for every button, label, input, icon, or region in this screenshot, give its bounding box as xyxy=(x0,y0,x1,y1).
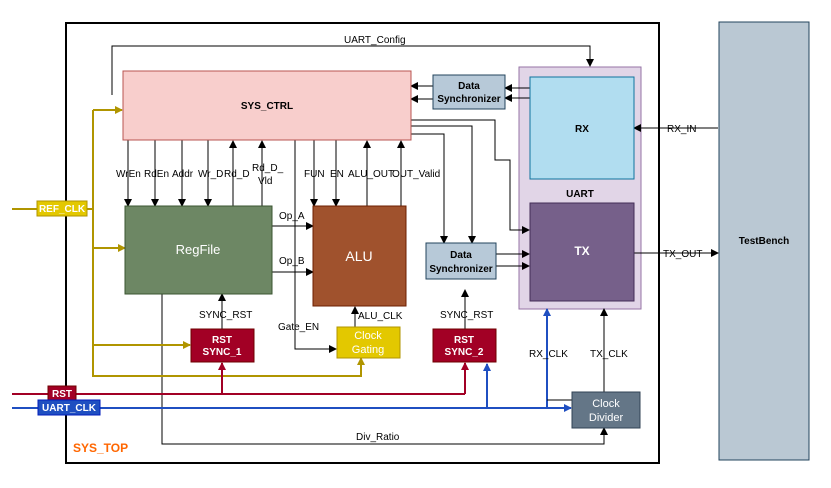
clock-gating-block xyxy=(336,326,401,359)
rst-sync-1-label-2: SYNC_1 xyxy=(203,347,242,358)
wr-d-label: Wr_D xyxy=(198,169,223,180)
data-sync-mid-block xyxy=(425,242,497,280)
gate-en-label: Gate_EN xyxy=(278,322,319,333)
rst-sync-1-label-1: RST xyxy=(212,335,232,346)
uart-config-wire xyxy=(111,45,594,95)
regfile-block xyxy=(124,205,273,295)
op-a-label: Op_A xyxy=(279,211,305,222)
rst-label: RST xyxy=(52,389,72,400)
rd-d-vld-label-2: Vld xyxy=(258,176,272,187)
rx-block xyxy=(529,76,635,180)
regfile-label: RegFile xyxy=(176,242,221,257)
clock-gating-label-2: Gating xyxy=(352,344,384,356)
ctrl-to-sync-mid-wire-2 xyxy=(411,133,448,244)
rst-sync-2-label-2: SYNC_2 xyxy=(445,347,484,358)
rst-sync-2-label-1: RST xyxy=(454,335,474,346)
uart-clk-label: UART_CLK xyxy=(42,403,97,414)
data-sync-mid-label-2: Synchronizer xyxy=(429,264,492,275)
clock-divider-label-1: Clock xyxy=(592,398,620,410)
rx-clk-label: RX_CLK xyxy=(529,349,568,360)
rden-label: RdEn xyxy=(144,169,169,180)
clock-gating-label-1: Clock xyxy=(354,330,382,342)
rst-sync-1-block xyxy=(190,328,255,363)
wren-label: WrEn xyxy=(116,169,141,180)
tx-clk-label: TX_CLK xyxy=(590,349,628,360)
rd-d-vld-label-1: Rd_D_ xyxy=(252,163,284,174)
addr-label: Addr xyxy=(172,169,194,180)
fun-label: FUN xyxy=(304,169,325,180)
sync-rst-1-label: SYNC_RST xyxy=(199,310,252,321)
alu-label: ALU xyxy=(345,248,372,264)
tx-block xyxy=(529,202,635,302)
rx-label: RX xyxy=(575,124,589,135)
rd-d-label: Rd_D xyxy=(224,169,250,180)
sys-top-label: SYS_TOP xyxy=(73,441,128,455)
ref-clk-label: REF_CLK xyxy=(39,204,86,215)
alu-clk-label: ALU_CLK xyxy=(358,311,403,322)
div-ratio-label: Div_Ratio xyxy=(356,432,400,443)
sys-ctrl-block xyxy=(122,70,412,141)
alu-out-label: ALU_OUT xyxy=(348,169,394,180)
tx-out-label: TX_OUT xyxy=(663,249,702,260)
sync-rst-2-label: SYNC_RST xyxy=(440,310,493,321)
testbench-block xyxy=(718,21,810,461)
uart-clk-tag xyxy=(37,399,101,416)
ref-clk-bus xyxy=(92,110,365,377)
uart-label: UART xyxy=(566,189,594,200)
op-b-label: Op_B xyxy=(279,256,305,267)
out-valid-label: OUT_Valid xyxy=(392,169,440,180)
testbench-label: TestBench xyxy=(739,236,789,247)
rst-sync-2-block xyxy=(432,328,497,363)
data-sync-top-block xyxy=(432,74,506,110)
data-sync-top-label-1: Data xyxy=(458,81,480,92)
uart-config-label: UART_Config xyxy=(344,35,406,46)
div-ratio-wire xyxy=(161,294,608,445)
sys-ctrl-label: SYS_CTRL xyxy=(241,101,293,112)
tx-label: TX xyxy=(574,244,589,258)
ctrl-to-tx-wire xyxy=(411,119,530,234)
rx-in-label: RX_IN xyxy=(667,124,696,135)
gate-en-wire xyxy=(294,140,337,353)
sys-top-frame xyxy=(65,22,660,464)
clock-divider-block xyxy=(571,391,641,429)
data-sync-mid-label-1: Data xyxy=(450,250,472,261)
alu-block xyxy=(312,205,407,307)
ctrl-to-sync-mid-wire-1 xyxy=(411,125,476,244)
ref-clk-tag xyxy=(36,200,88,217)
clock-divider-label-2: Divider xyxy=(589,412,624,424)
data-sync-top-label-2: Synchronizer xyxy=(437,94,500,105)
en-label: EN xyxy=(330,169,344,180)
